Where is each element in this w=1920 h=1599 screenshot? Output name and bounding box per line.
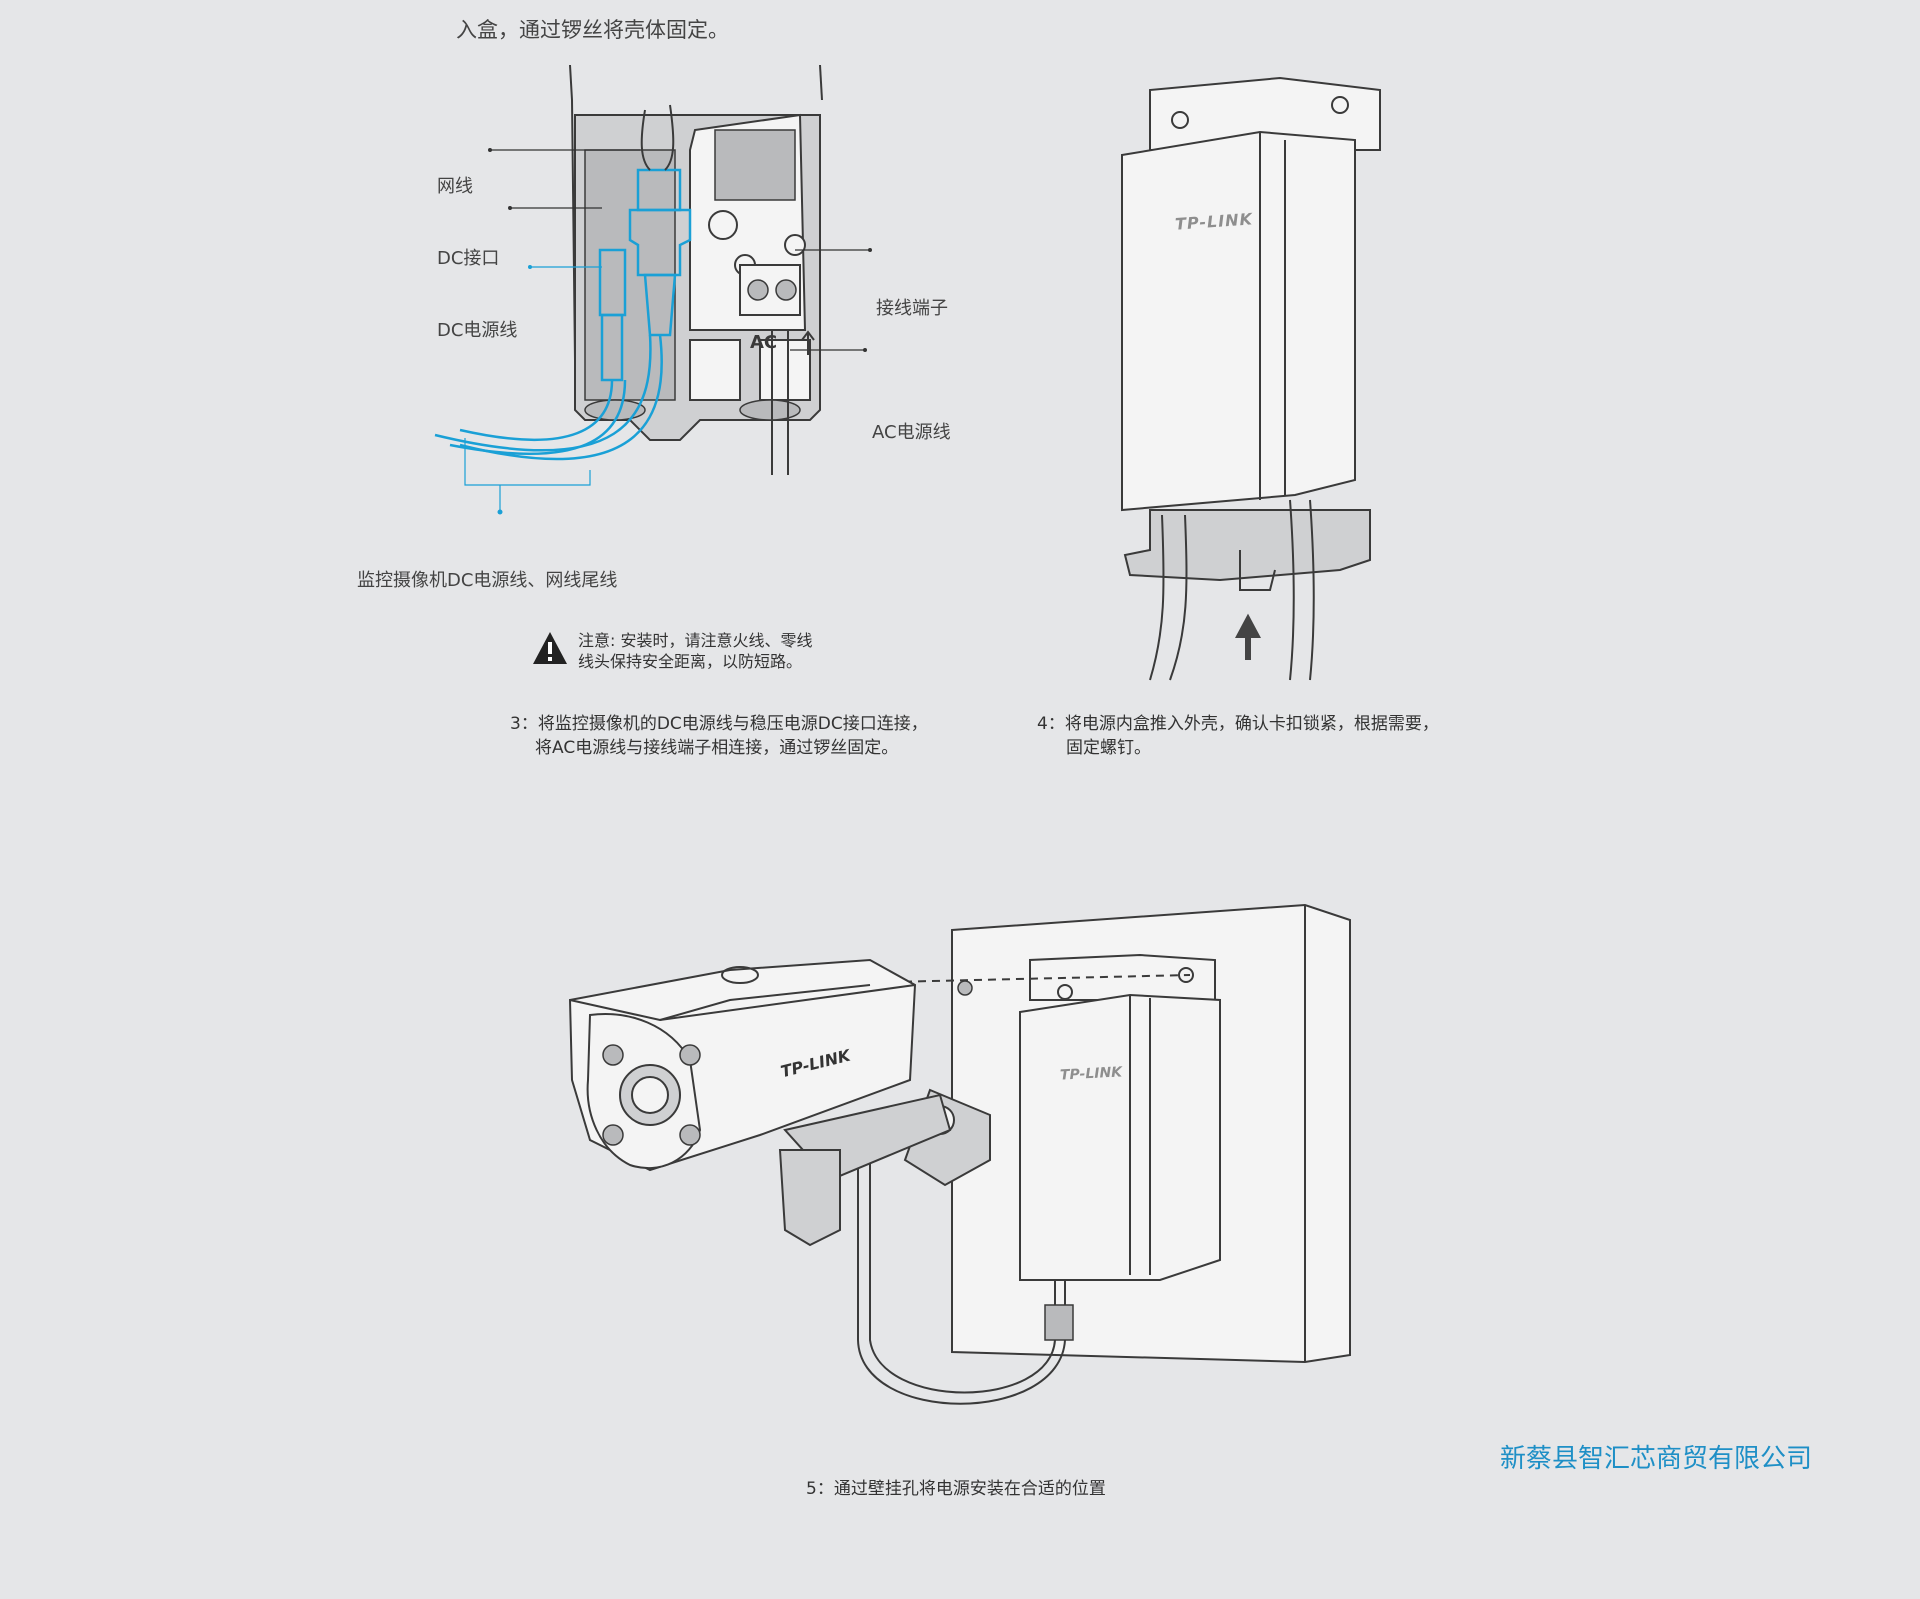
step-4-line-2: 固定螺钉。 (1066, 738, 1151, 758)
step-3-line-2: 将AC电源线与接线端子相连接，通过锣丝固定。 (535, 738, 899, 758)
label-dc-port: DC接口 (437, 248, 500, 269)
step-5: 5：通过壁挂孔将电源安装在合适的位置 (806, 1479, 1106, 1499)
label-camera-tails: 监控摄像机DC电源线、网线尾线 (357, 570, 618, 591)
intro-text: 入盒，通过锣丝将壳体固定。 (456, 18, 729, 42)
label-dc-power-cable: DC电源线 (437, 320, 518, 341)
label-network-cable: 网线 (437, 176, 473, 197)
figure-4-power-box (1121, 76, 1381, 681)
warning-line-2: 线头保持安全距离，以防短路。 (578, 652, 803, 671)
warning-icon (533, 632, 567, 664)
fig5-box-brand-logo: TP-LINK (1059, 1064, 1123, 1084)
company-watermark: 新蔡县智汇芯商贸有限公司 (1500, 1444, 1813, 1474)
step-4-line-1: 4：将电源内盒推入外壳，确认卡扣锁紧，根据需要， (1037, 714, 1439, 734)
label-ac-marking: AC (750, 332, 778, 353)
figure-5-wall-mount (568, 903, 1351, 1405)
step-3-line-1: 3：将监控摄像机的DC电源线与稳压电源DC接口连接， (510, 714, 928, 734)
label-terminal-block: 接线端子 (876, 298, 948, 319)
label-ac-power-cable: AC电源线 (872, 422, 951, 443)
warning-line-1: 注意: 安装时，请注意火线、零线 (578, 631, 813, 650)
figure-3-wiring-diagram (434, 64, 872, 515)
